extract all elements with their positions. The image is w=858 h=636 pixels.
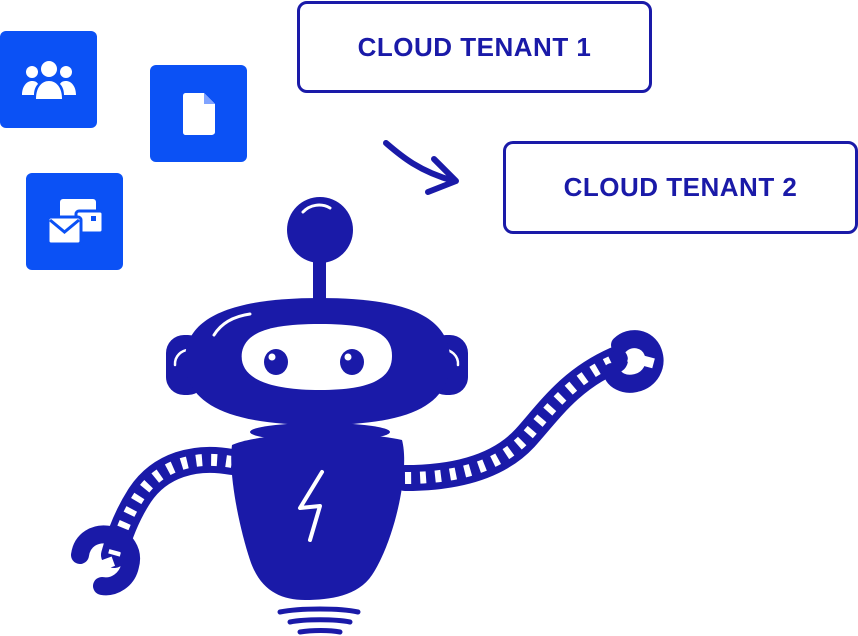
robot-head xyxy=(166,298,468,425)
cloud-tenant-1-box: CLOUD TENANT 1 xyxy=(297,1,652,93)
users-group-icon xyxy=(21,60,76,99)
robot-right-arm xyxy=(392,330,664,491)
cloud-tenant-2-box: CLOUD TENANT 2 xyxy=(503,141,858,234)
mail-apps-icon xyxy=(46,198,104,245)
users-app-tile xyxy=(0,31,97,128)
robot-left-arm xyxy=(71,446,245,596)
robot-body xyxy=(231,433,405,635)
document-icon xyxy=(182,92,215,135)
cloud-tenant-1-label: CLOUD TENANT 1 xyxy=(357,31,592,62)
robot-right-eye xyxy=(340,349,364,375)
robot-antenna xyxy=(287,197,353,303)
document-app-tile xyxy=(150,65,247,162)
robot-face xyxy=(241,324,392,390)
migration-arrow-icon xyxy=(383,140,459,195)
mail-app-tile xyxy=(26,173,123,270)
robot-left-eye xyxy=(264,349,288,375)
lightning-bolt-icon xyxy=(298,470,324,542)
cloud-tenant-2-label: CLOUD TENANT 2 xyxy=(563,172,798,202)
